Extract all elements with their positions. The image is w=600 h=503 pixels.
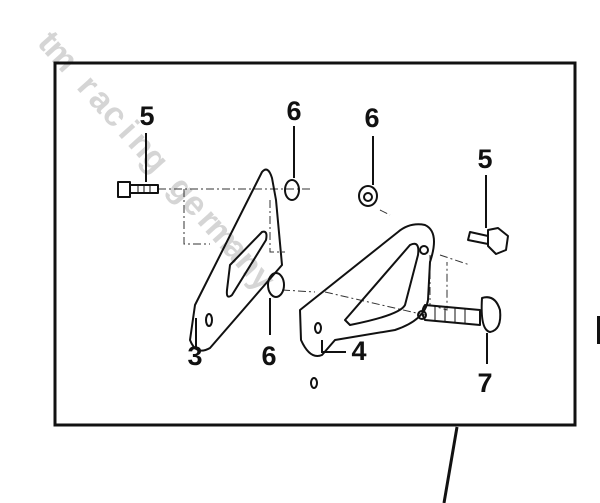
diagram-frame bbox=[53, 61, 577, 427]
leader-line-outside bbox=[442, 426, 459, 503]
bolt-left bbox=[117, 181, 159, 198]
nut-top-left bbox=[284, 179, 300, 201]
assembly-lines bbox=[158, 188, 471, 316]
callout-6-top-left: 6 bbox=[286, 96, 301, 126]
callout-5-left: 5 bbox=[139, 101, 154, 131]
callout-leaders bbox=[145, 126, 488, 364]
bolt-right bbox=[467, 227, 509, 255]
edge-mark bbox=[597, 316, 600, 344]
nut-top-right bbox=[358, 185, 378, 207]
callout-5-right: 5 bbox=[477, 144, 492, 174]
nut-bottom bbox=[267, 272, 285, 298]
bolt-long bbox=[421, 296, 502, 333]
callout-4: 4 bbox=[351, 336, 366, 366]
callout-7: 7 bbox=[477, 368, 492, 398]
callout-6-top-right: 6 bbox=[364, 103, 379, 133]
callout-6-bottom: 6 bbox=[261, 341, 276, 371]
bracket-left bbox=[189, 168, 283, 352]
bracket-right bbox=[299, 223, 435, 389]
callout-3: 3 bbox=[187, 341, 202, 371]
